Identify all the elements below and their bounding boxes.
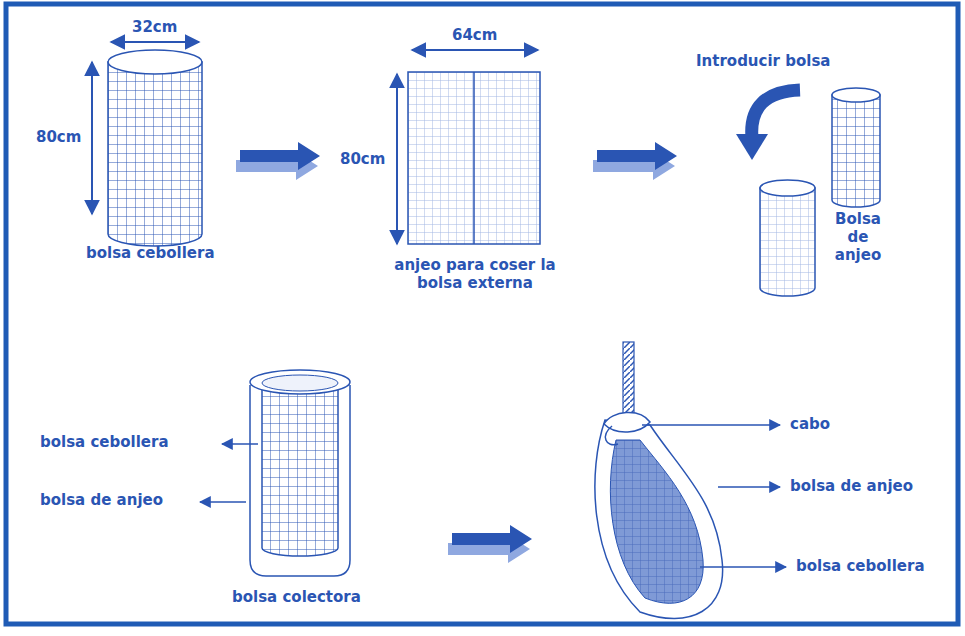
step-label: Introducir bolsa xyxy=(696,52,830,70)
dimension-line xyxy=(396,74,398,244)
screen-bag xyxy=(760,180,815,296)
dimension-line xyxy=(91,62,93,214)
dimension-label: 64cm xyxy=(452,26,497,44)
dimension-label: 80cm xyxy=(36,128,81,146)
insert-arrow xyxy=(736,90,800,160)
step-arrow xyxy=(593,142,677,180)
part-label: bolsa cebollera xyxy=(40,433,169,451)
screen-sheet xyxy=(408,72,540,244)
part-label: cabo xyxy=(790,415,830,433)
step-arrow xyxy=(236,142,320,180)
part-label: bolsa cebollera xyxy=(86,244,215,262)
part-label: Bolsa de anjeo xyxy=(826,210,890,264)
leader-line xyxy=(642,424,780,426)
part-label: bolsa de anjeo xyxy=(790,477,913,495)
dimension-line xyxy=(111,41,199,43)
leader-line xyxy=(700,566,786,568)
frame xyxy=(6,4,958,624)
part-label: bolsa de anjeo xyxy=(40,491,163,509)
part-label: bolsa cebollera xyxy=(796,557,925,575)
leader-line xyxy=(222,443,258,445)
step-arrow xyxy=(448,525,532,563)
dimension-label: 32cm xyxy=(132,18,177,36)
hanging-bag xyxy=(595,342,723,619)
dimension-line xyxy=(412,49,538,51)
onion-bag xyxy=(832,88,880,207)
dimension-label: 80cm xyxy=(340,150,385,168)
collector-bag xyxy=(250,370,350,576)
leader-line xyxy=(200,501,246,503)
caption-label: anjeo para coser la bolsa externa xyxy=(370,256,580,292)
onion-bag xyxy=(108,50,202,246)
part-label: bolsa colectora xyxy=(232,588,361,606)
leader-line xyxy=(718,486,780,488)
